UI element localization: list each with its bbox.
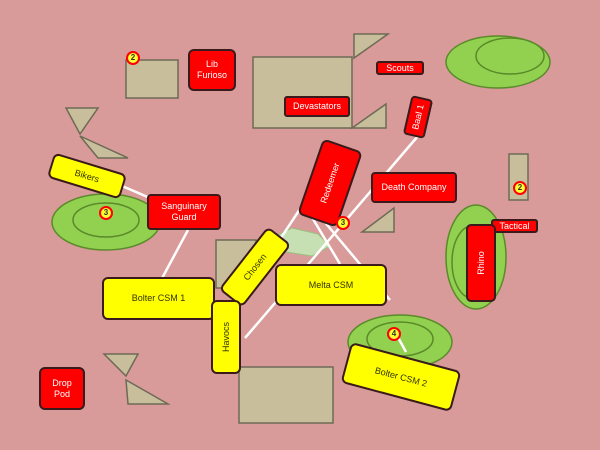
terrain-block-center-top	[252, 56, 353, 129]
terrain-triangle	[125, 378, 171, 405]
objective-marker: 2	[126, 51, 140, 65]
terrain-triangle	[79, 135, 129, 159]
terrain-block-top-left	[125, 59, 179, 99]
unit-sanguinary-guard[interactable]: Sanguinary Guard	[147, 194, 221, 230]
unit-drop-pod[interactable]: Drop Pod	[39, 367, 85, 410]
forest-top-right	[445, 35, 551, 89]
objective-marker: 3	[336, 216, 350, 230]
unit-melta-csm[interactable]: Melta CSM	[275, 264, 387, 306]
unit-rhino[interactable]: Rhino	[466, 224, 496, 302]
unit-scouts[interactable]: Scouts	[376, 61, 424, 75]
terrain-triangle	[349, 102, 387, 129]
objective-marker: 4	[387, 327, 401, 341]
terrain-block-bottom	[238, 366, 334, 424]
objective-marker: 2	[513, 181, 527, 195]
terrain-triangle	[359, 206, 395, 233]
unit-bolter-csm1[interactable]: Bolter CSM 1	[102, 277, 215, 320]
unit-devastators[interactable]: Devastators	[284, 96, 350, 117]
terrain-triangle	[102, 353, 140, 378]
forest-left	[51, 193, 161, 251]
terrain-triangle	[64, 107, 100, 136]
terrain-triangle	[353, 33, 391, 60]
unit-havocs[interactable]: Havocs	[211, 300, 241, 374]
unit-tactical[interactable]: Tactical	[491, 219, 538, 233]
unit-lib-furioso[interactable]: Lib Furioso	[188, 49, 236, 91]
objective-marker: 3	[99, 206, 113, 220]
unit-death-company[interactable]: Death Company	[371, 172, 457, 203]
